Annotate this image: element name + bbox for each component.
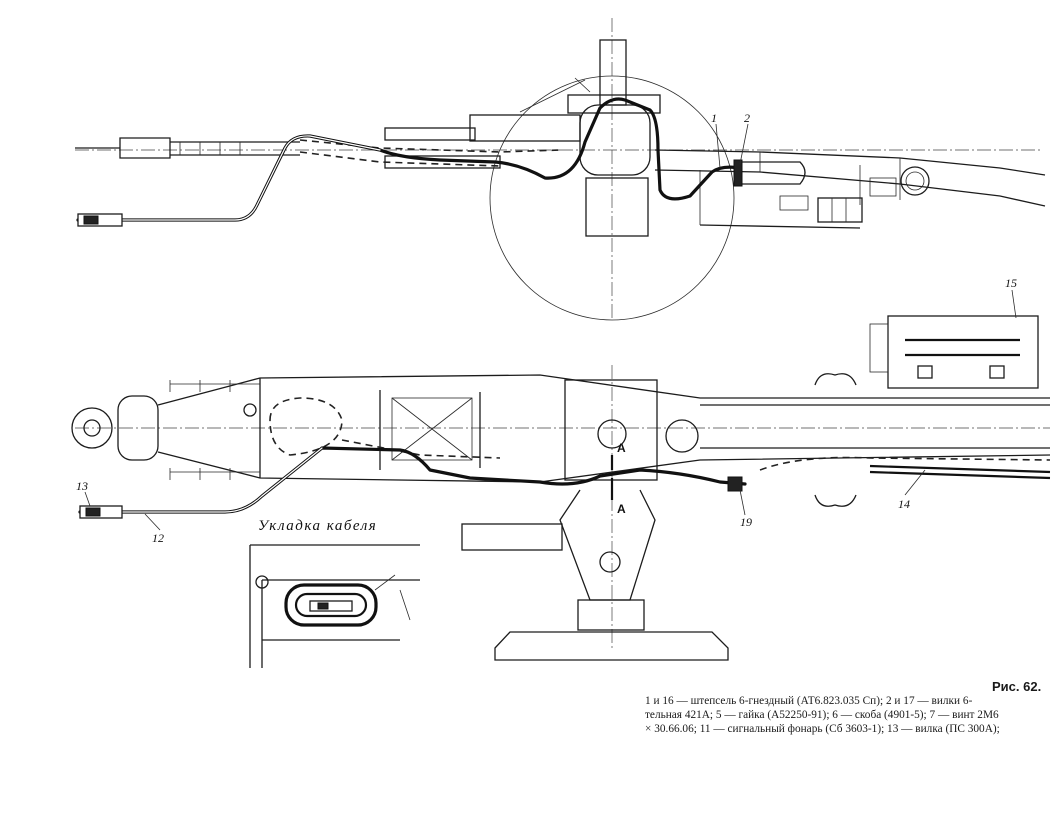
section-mark-A-upper: А bbox=[617, 441, 626, 455]
box-15-latch-2 bbox=[989, 365, 1005, 379]
frame-hole-top bbox=[900, 166, 930, 196]
axle-hub bbox=[597, 419, 627, 449]
leader-19 bbox=[739, 489, 746, 516]
inset-plug bbox=[309, 600, 353, 612]
clip-lower bbox=[814, 494, 857, 507]
label-2: 2 bbox=[744, 111, 750, 125]
bolt-plan bbox=[243, 403, 257, 417]
bracket-top bbox=[869, 177, 897, 197]
inset-coil-outer bbox=[284, 583, 378, 627]
right-beam-edges bbox=[700, 404, 1050, 449]
foot-plan bbox=[577, 599, 645, 631]
label-14: 14 bbox=[898, 497, 910, 511]
inset-coil-inner bbox=[294, 592, 368, 618]
socket-19 bbox=[727, 476, 743, 492]
inset-bolt bbox=[255, 575, 269, 589]
figure-label: Рис. 62. bbox=[992, 679, 1042, 694]
cylinder-top bbox=[469, 114, 581, 142]
center-frame-box bbox=[391, 397, 473, 461]
leg-plan bbox=[559, 489, 656, 601]
label-19: 19 bbox=[740, 515, 752, 529]
drawbar-frame bbox=[157, 374, 1051, 483]
cable-loop-top bbox=[740, 161, 806, 185]
frame-beam-top bbox=[654, 149, 1046, 229]
hose-top bbox=[519, 77, 591, 113]
cable-top-highlight bbox=[77, 135, 381, 221]
caption-line-2: тельная 421А; 5 — гайка (А52250-91); 6 —… bbox=[645, 709, 999, 721]
dashed-route-plan bbox=[341, 439, 1051, 471]
label-12: 12 bbox=[152, 531, 164, 545]
inset-title: Укладка кабеля bbox=[258, 518, 377, 534]
frame-hole-inner bbox=[905, 171, 925, 191]
inset-frame bbox=[249, 544, 420, 668]
towbar-top bbox=[75, 137, 300, 159]
box-15-flange bbox=[869, 323, 889, 373]
spring-struts bbox=[169, 380, 260, 480]
drawbar-eye-inner bbox=[83, 419, 101, 437]
clip-upper bbox=[814, 373, 857, 386]
towbar-hatch bbox=[179, 142, 241, 155]
socket-2-top bbox=[733, 159, 743, 187]
box-15-ribs bbox=[905, 338, 1020, 357]
right-beam-cable-14 bbox=[869, 464, 1051, 480]
leader-12 bbox=[144, 513, 161, 531]
cable-12-highlight bbox=[79, 447, 323, 513]
dashed-coil bbox=[269, 397, 343, 456]
dashed-route-top bbox=[299, 139, 561, 153]
drawbar-eye bbox=[71, 407, 113, 449]
box-15-latch-1 bbox=[917, 365, 933, 379]
leader-2 bbox=[739, 123, 749, 165]
leader-1 bbox=[715, 123, 721, 169]
plate-top bbox=[779, 195, 809, 211]
caption-line-3: × 30.66.06; 11 — сигнальный фонарь (Сб 3… bbox=[645, 723, 1000, 735]
plug-13-top-body bbox=[83, 215, 99, 225]
wheel-bearing bbox=[665, 419, 699, 453]
plug-13-body bbox=[85, 507, 101, 517]
cylinder-plan bbox=[461, 523, 563, 551]
leader-13 bbox=[84, 491, 91, 507]
pivot-housing-top bbox=[579, 104, 651, 176]
plan-view: 15 А А 13 12 19 14 bbox=[71, 276, 1051, 661]
cable-top bbox=[76, 97, 742, 222]
inset-plug-body bbox=[317, 602, 329, 610]
label-1: 1 bbox=[711, 111, 717, 125]
caption-line-1: 1 и 16 — штепсель 6-гнездный (АТ6.823.03… bbox=[645, 695, 973, 707]
cylinder-rod-top bbox=[384, 127, 476, 141]
drawbar-coupling bbox=[117, 395, 159, 461]
inset-cable-stowage: Укладка кабеля bbox=[249, 518, 420, 668]
section-mark-A-lower: А bbox=[617, 502, 626, 516]
inset-brackets bbox=[374, 574, 411, 621]
base-plate bbox=[494, 631, 729, 661]
stowage-box-15 bbox=[887, 315, 1039, 389]
leg-bolt bbox=[599, 551, 621, 573]
pivot-cap-top bbox=[567, 94, 661, 114]
label-15: 15 bbox=[1005, 276, 1017, 290]
figure-caption: 1 и 16 — штепсель 6-гнездный (АТ6.823.03… bbox=[645, 694, 1050, 736]
label-13: 13 bbox=[76, 479, 88, 493]
leader-15 bbox=[1011, 289, 1017, 319]
top-view: 1 2 bbox=[75, 18, 1046, 321]
dashed-route-top-2 bbox=[299, 151, 501, 167]
stowage-box-top bbox=[817, 197, 863, 223]
hub-housing-top bbox=[585, 177, 649, 237]
leader-14 bbox=[904, 469, 926, 496]
